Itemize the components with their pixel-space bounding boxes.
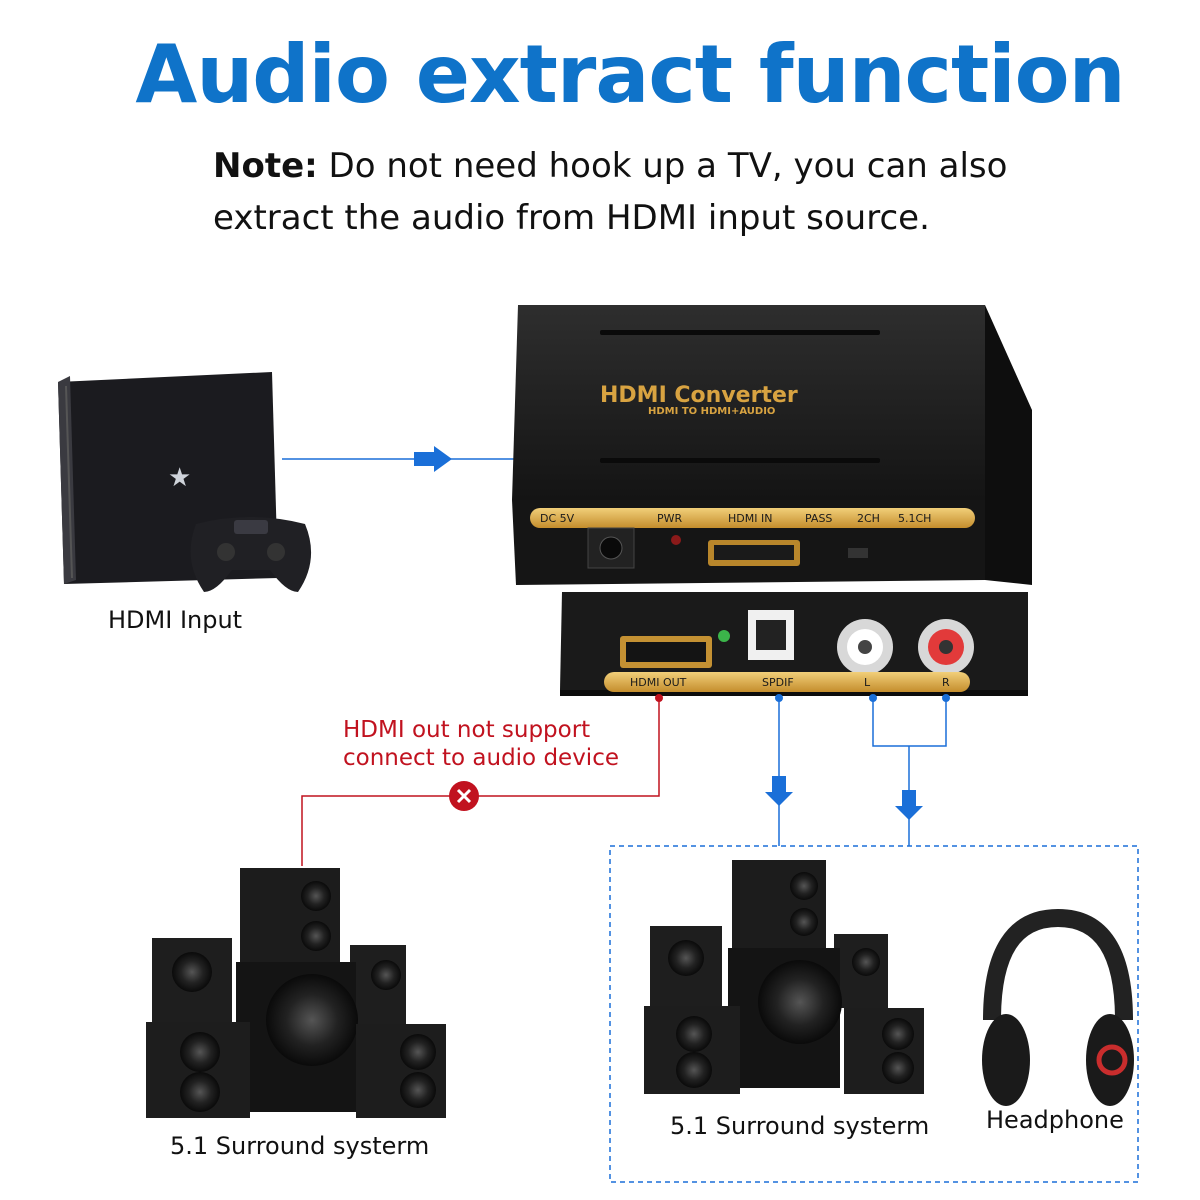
audio-out-connectors xyxy=(609,694,1139,1183)
port-label-hdmi-out: HDMI OUT xyxy=(630,676,687,689)
warning-line-2: connect to audio device xyxy=(343,745,619,771)
surround-right-label: 5.1 Surround systerm xyxy=(670,1112,930,1140)
note-body: Do not need hook up a TV, you can also e… xyxy=(213,146,1008,238)
headphone-icon xyxy=(982,908,1134,1106)
hdmi-input-label: HDMI Input xyxy=(108,606,243,634)
output-group-frame xyxy=(609,845,1139,1183)
surround-left-label: 5.1 Surround systerm xyxy=(170,1132,430,1160)
arrow-down-icon xyxy=(765,776,793,806)
converter-brand: HDMI Converter xyxy=(600,383,798,408)
hdmi-out-connector xyxy=(301,694,663,866)
port-label-l: L xyxy=(864,676,871,689)
port-label-r: R xyxy=(942,676,950,689)
arrow-right-icon xyxy=(414,446,452,472)
port-label-pwr: PWR xyxy=(657,512,683,525)
port-label-spdif: SPDIF xyxy=(762,676,794,689)
ps-logo-icon: ★ xyxy=(168,463,191,493)
hdmi-out-warning: HDMI out not support connect to audio de… xyxy=(343,716,619,772)
speaker-set-icon-2 xyxy=(644,860,924,1094)
port-label-hdmi-in: HDMI IN xyxy=(728,512,772,525)
converter-subtitle: HDMI TO HDMI+AUDIO xyxy=(648,406,775,417)
warning-line-1: HDMI out not support xyxy=(343,717,591,743)
converter-box-icon: HDMI Converter HDMI TO HDMI+AUDIO DC 5V … xyxy=(512,305,1032,585)
speaker-set-icon xyxy=(146,868,446,1118)
converter-front-icon: HDMI OUT SPDIF L R xyxy=(560,592,1028,696)
top-port-strip xyxy=(530,508,975,528)
port-label-51ch: 5.1CH xyxy=(898,512,931,525)
port-label-dc: DC 5V xyxy=(540,512,575,525)
gamepad-icon xyxy=(190,517,312,592)
port-label-2ch: 2CH xyxy=(857,512,880,525)
note-text: Note: Do not need hook up a TV, you can … xyxy=(213,140,1113,244)
arrow-down-icon-2 xyxy=(895,790,923,820)
note-label: Note: xyxy=(213,146,318,186)
port-label-pass: PASS xyxy=(805,512,832,525)
page-title: Audio extract function xyxy=(135,28,1125,121)
bottom-port-strip xyxy=(604,672,970,692)
headphone-label: Headphone xyxy=(986,1106,1124,1134)
